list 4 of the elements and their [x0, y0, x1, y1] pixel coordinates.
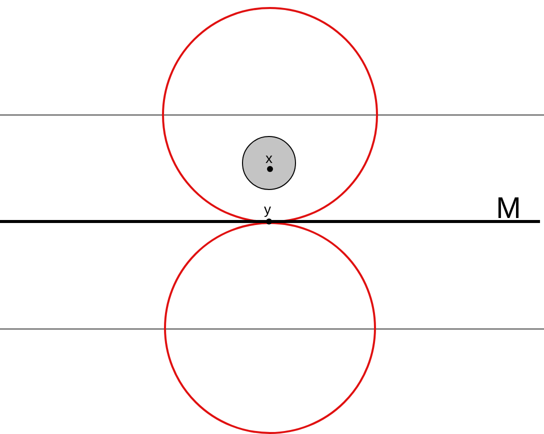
point-label: x — [266, 151, 272, 165]
disk — [242, 136, 296, 190]
line-label: M — [496, 194, 521, 224]
point-label: y — [264, 202, 271, 216]
